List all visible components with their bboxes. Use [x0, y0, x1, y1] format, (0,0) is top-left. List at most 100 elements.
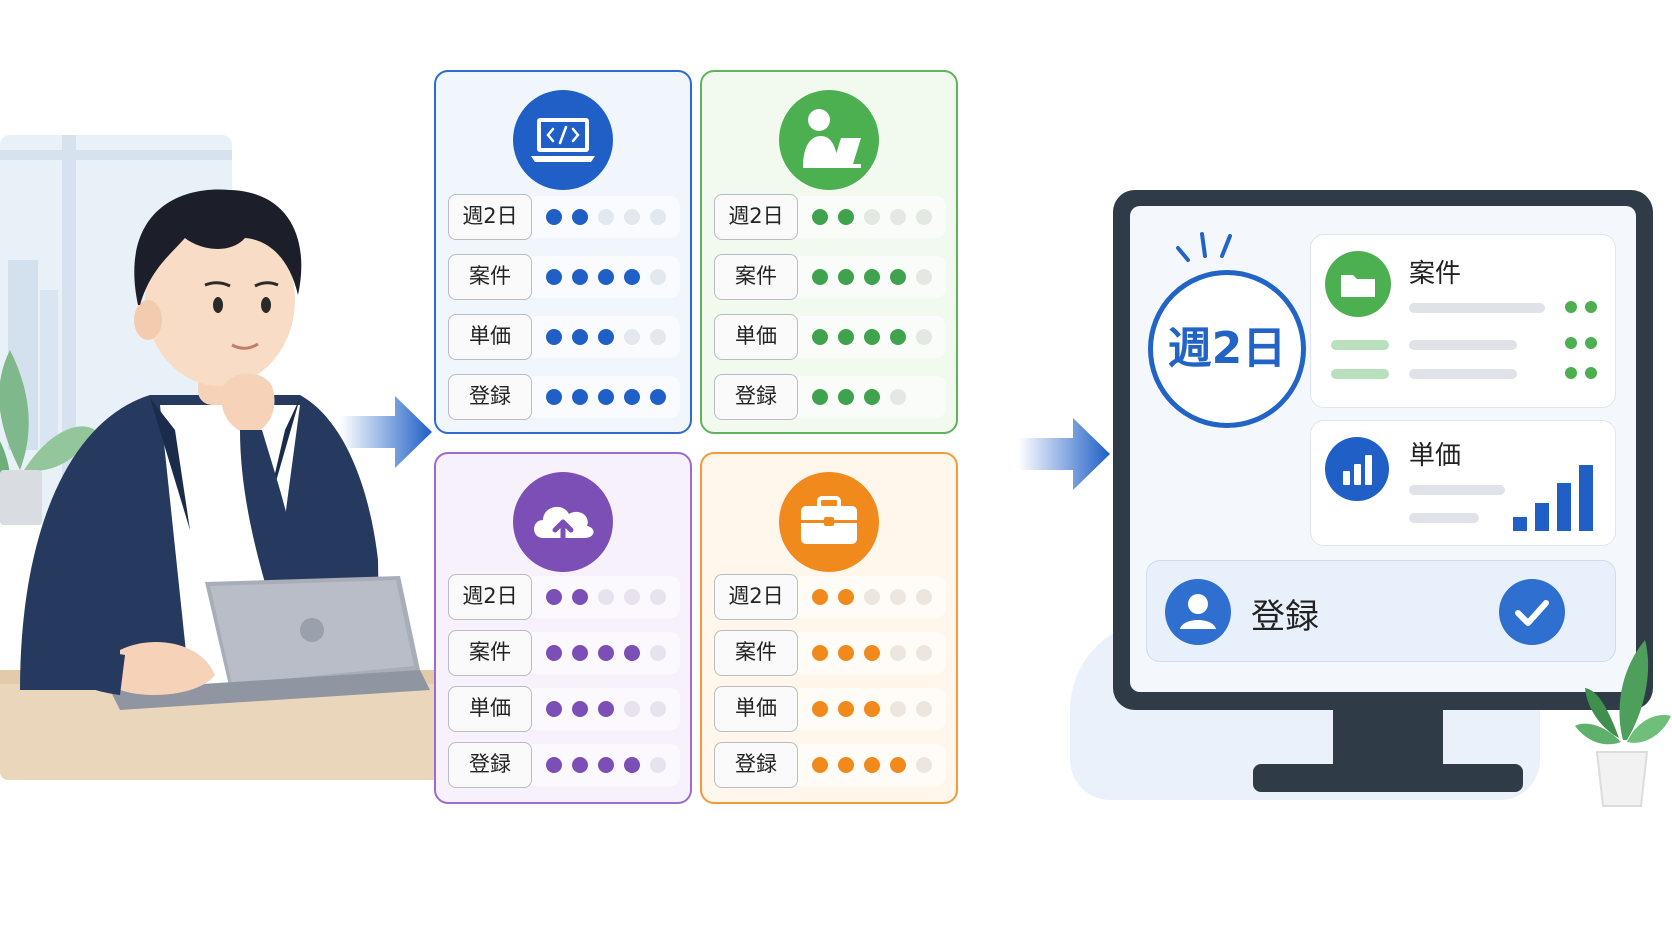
rating-dot-filled [598, 757, 614, 773]
monitor-stand-neck [1333, 710, 1443, 766]
rating-dot-filled [546, 389, 562, 405]
rating-label: 単価 [714, 314, 798, 360]
rating-dot-empty [916, 701, 932, 717]
option-card-developer[interactable]: 週2日案件単価登録 [434, 70, 692, 434]
rating-dot-filled [598, 389, 614, 405]
rating-label: 単価 [714, 686, 798, 732]
arrow-right-icon [1018, 418, 1110, 490]
rating-row: 登録 [714, 742, 946, 788]
rating-dot-filled [624, 389, 640, 405]
rating-dot-empty [650, 701, 666, 717]
rating-dot-filled [572, 269, 588, 285]
option-card-business[interactable]: 週2日案件単価登録 [700, 452, 958, 804]
rating-dot-empty [624, 209, 640, 225]
rating-dot-filled [598, 701, 614, 717]
rating-label: 案件 [714, 630, 798, 676]
rating-row: 単価 [448, 686, 680, 732]
rating-dot-empty [864, 209, 880, 225]
potted-plant-illustration [1575, 640, 1671, 807]
rating-dot-empty [598, 209, 614, 225]
rating-dot-filled [812, 209, 828, 225]
bar-chart-icon [1325, 437, 1389, 501]
rating-dot-filled [624, 269, 640, 285]
rating-label: 案件 [714, 254, 798, 300]
rating-dot-filled [890, 269, 906, 285]
rating-dots [546, 389, 666, 405]
rating-label: 案件 [448, 254, 532, 300]
rating-dot-empty [650, 329, 666, 345]
folder-icon [1325, 251, 1391, 317]
rating-label: 単価 [448, 686, 532, 732]
rating-dots [546, 645, 666, 661]
rating-row: 案件 [714, 630, 946, 676]
price-panel: 単価 [1310, 420, 1616, 546]
placeholder-line [1409, 485, 1505, 495]
rating-dot-filled [838, 269, 854, 285]
rating-dot-filled [598, 645, 614, 661]
person-thinking-illustration [0, 135, 440, 780]
arrow-right-icon [340, 396, 432, 468]
rating-dots [546, 757, 666, 773]
rating-row: 単価 [714, 314, 946, 360]
rating-dot-filled [650, 389, 666, 405]
placeholder-line [1409, 303, 1545, 313]
rating-label: 週2日 [714, 194, 798, 240]
rating-dot-filled [598, 329, 614, 345]
register-button[interactable]: 登録 [1146, 560, 1616, 662]
rating-dot-filled [812, 645, 828, 661]
rating-dot-filled [624, 645, 640, 661]
rating-label: 単価 [448, 314, 532, 360]
rating-label: 登録 [448, 374, 532, 420]
rating-row: 案件 [448, 630, 680, 676]
rating-row: 週2日 [448, 574, 680, 620]
cloud-upload-icon [513, 472, 613, 572]
rating-dot-empty [650, 209, 666, 225]
rating-dot-empty [916, 645, 932, 661]
rating-dot-filled [572, 589, 588, 605]
rating-row: 単価 [448, 314, 680, 360]
register-label: 登録 [1251, 597, 1319, 637]
rating-dot-empty [864, 589, 880, 605]
rating-dot-filled [598, 269, 614, 285]
rating-dot-empty [916, 329, 932, 345]
rating-label: 登録 [714, 742, 798, 788]
briefcase-icon [779, 472, 879, 572]
rating-dots [812, 269, 932, 285]
rating-dot-empty [916, 757, 932, 773]
rating-dots [546, 209, 666, 225]
rating-dot-empty [650, 589, 666, 605]
rating-dot-filled [864, 701, 880, 717]
projects-title: 案件 [1409, 259, 1462, 289]
rating-dot-empty [916, 209, 932, 225]
placeholder-line [1331, 369, 1389, 379]
check-icon [1499, 579, 1565, 645]
rating-dots [812, 389, 906, 405]
rating-dot-empty [598, 589, 614, 605]
rating-dot-empty [916, 269, 932, 285]
placeholder-line [1409, 369, 1517, 379]
rating-row: 登録 [448, 374, 680, 420]
rating-dot-empty [650, 269, 666, 285]
rating-dots [812, 757, 932, 773]
rating-label: 週2日 [448, 574, 532, 620]
person-laptop-icon [779, 90, 879, 190]
option-card-remote-worker[interactable]: 週2日案件単価登録 [700, 70, 958, 434]
highlight-rays-icon [1176, 232, 1232, 262]
rating-dot-filled [812, 329, 828, 345]
rating-dot-filled [572, 757, 588, 773]
rating-label: 週2日 [448, 194, 532, 240]
rating-dot-filled [546, 329, 562, 345]
option-card-cloud[interactable]: 週2日案件単価登録 [434, 452, 692, 804]
placeholder-line [1331, 340, 1389, 350]
rating-dot-filled [572, 389, 588, 405]
rating-dot-filled [546, 269, 562, 285]
rating-label: 登録 [714, 374, 798, 420]
rating-row: 登録 [448, 742, 680, 788]
rating-dot-filled [864, 269, 880, 285]
user-icon [1165, 579, 1231, 645]
rating-dot-filled [838, 209, 854, 225]
rating-dot-empty [916, 589, 932, 605]
rating-dots [546, 329, 666, 345]
rating-dot-empty [624, 701, 640, 717]
rating-dot-filled [890, 757, 906, 773]
